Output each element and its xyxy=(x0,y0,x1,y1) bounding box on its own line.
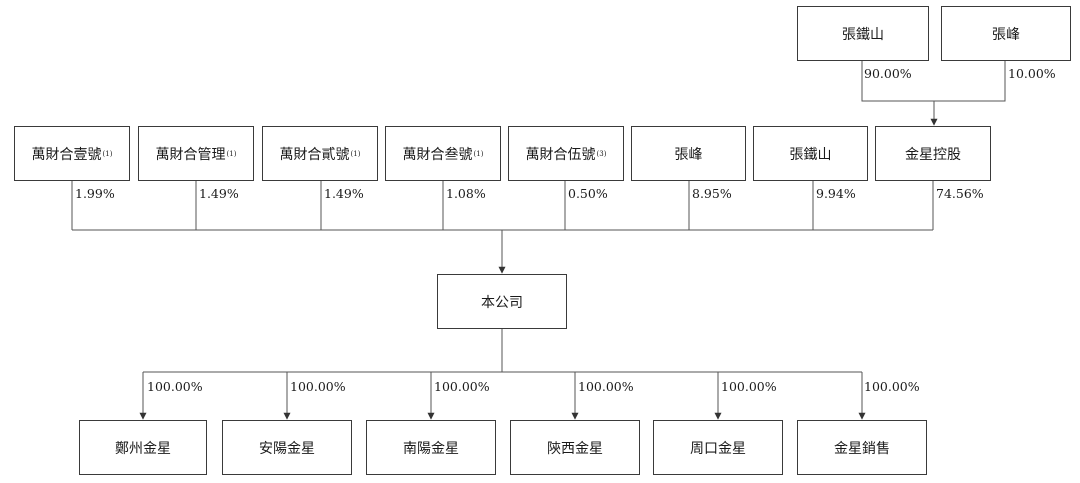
shareholder-box-6: 張鐵山 xyxy=(753,126,868,181)
shareholder-name-6: 張鐵山 xyxy=(789,146,832,163)
shareholder-box-0: 萬財合壹號(1) xyxy=(14,126,130,181)
subsidiary-pct-1: 100.00% xyxy=(290,379,346,394)
shareholder-note-0: (1) xyxy=(102,149,113,158)
company-box: 本公司 xyxy=(437,274,567,329)
subsidiary-name-0: 鄭州金星 xyxy=(115,440,171,457)
subsidiary-pct-2: 100.00% xyxy=(434,379,490,394)
shareholder-name-1: 萬財合管理 xyxy=(155,146,226,163)
subsidiary-name-5: 金星銷售 xyxy=(834,440,890,457)
shareholder-box-7: 金星控股 xyxy=(875,126,991,181)
subsidiary-box-3: 陝西金星 xyxy=(510,420,640,475)
shareholder-note-1: (1) xyxy=(226,149,237,158)
shareholder-pct-4: 0.50% xyxy=(568,186,608,201)
shareholder-box-3: 萬財合叁號(1) xyxy=(385,126,501,181)
shareholder-box-4: 萬財合伍號(3) xyxy=(508,126,624,181)
subsidiary-box-1: 安陽金星 xyxy=(222,420,352,475)
subsidiary-box-0: 鄭州金星 xyxy=(79,420,207,475)
subsidiary-box-5: 金星銷售 xyxy=(797,420,927,475)
subsidiary-box-4: 周口金星 xyxy=(653,420,783,475)
subsidiary-pct-3: 100.00% xyxy=(578,379,634,394)
shareholder-box-1: 萬財合管理(1) xyxy=(138,126,254,181)
company-name: 本公司 xyxy=(481,294,523,311)
top-owner-name-1: 張峰 xyxy=(992,26,1020,43)
shareholder-note-3: (1) xyxy=(473,149,484,158)
shareholder-note-2: (1) xyxy=(350,149,361,158)
subsidiary-name-1: 安陽金星 xyxy=(259,440,315,457)
top-owner-name-0: 張鐵山 xyxy=(842,26,884,43)
shareholder-name-0: 萬財合壹號 xyxy=(31,146,102,163)
subsidiary-name-2: 南陽金星 xyxy=(403,440,459,457)
subsidiary-name-3: 陝西金星 xyxy=(547,440,603,457)
subsidiary-pct-5: 100.00% xyxy=(864,379,920,394)
shareholder-name-5: 張峰 xyxy=(674,146,703,163)
top-owner-pct-1: 10.00% xyxy=(1008,66,1056,81)
shareholder-name-2: 萬財合貳號 xyxy=(279,146,350,163)
subsidiary-pct-4: 100.00% xyxy=(721,379,777,394)
shareholder-pct-2: 1.49% xyxy=(324,186,364,201)
subsidiary-pct-0: 100.00% xyxy=(147,379,203,394)
shareholder-name-7: 金星控股 xyxy=(905,146,961,163)
shareholder-pct-5: 8.95% xyxy=(692,186,732,201)
shareholder-pct-0: 1.99% xyxy=(75,186,115,201)
top-owner-pct-0: 90.00% xyxy=(864,66,912,81)
shareholder-pct-7: 74.56% xyxy=(936,186,984,201)
shareholder-pct-1: 1.49% xyxy=(199,186,239,201)
top-owner-box-1: 張峰 xyxy=(941,6,1071,61)
subsidiary-box-2: 南陽金星 xyxy=(366,420,496,475)
shareholder-name-3: 萬財合叁號 xyxy=(402,146,473,163)
shareholder-pct-3: 1.08% xyxy=(446,186,486,201)
shareholder-box-2: 萬財合貳號(1) xyxy=(262,126,378,181)
shareholder-note-4: (3) xyxy=(596,149,607,158)
subsidiary-name-4: 周口金星 xyxy=(690,440,746,457)
shareholder-pct-6: 9.94% xyxy=(816,186,856,201)
shareholder-box-5: 張峰 xyxy=(631,126,746,181)
top-owner-box-0: 張鐵山 xyxy=(797,6,929,61)
shareholder-name-4: 萬財合伍號 xyxy=(525,146,596,163)
